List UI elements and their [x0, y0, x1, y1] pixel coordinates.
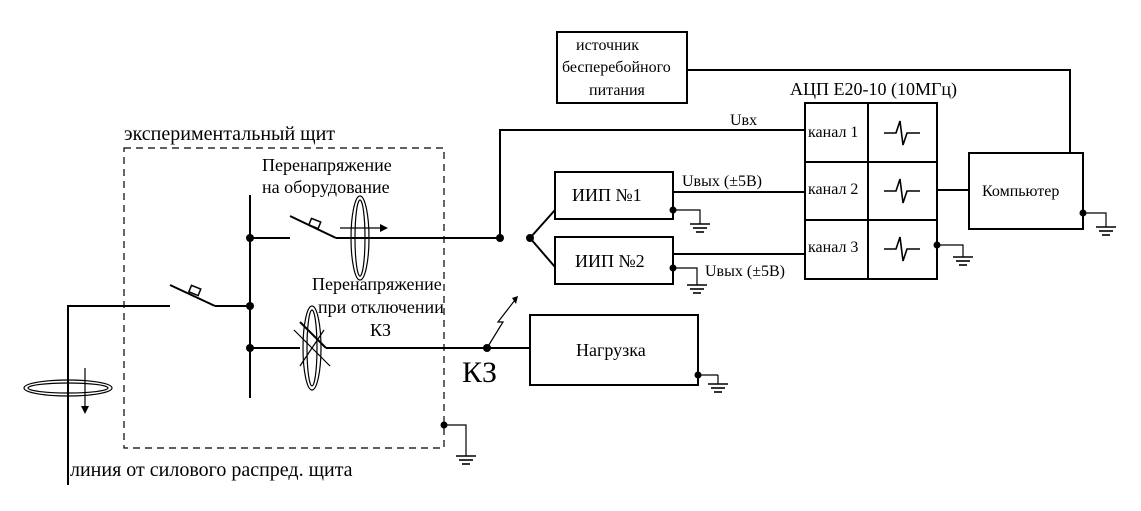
overvoltage-sc-label: Перенапряжение — [312, 274, 442, 294]
ground-icon — [686, 284, 708, 294]
ground-icon — [455, 455, 477, 465]
ups-box — [556, 31, 688, 104]
iip2-label: ИИП №2 — [575, 251, 645, 271]
ground-icon — [707, 383, 729, 393]
ups-label: источник — [576, 37, 639, 54]
switch-icon — [169, 284, 250, 307]
ups-label: питания — [589, 82, 646, 99]
ground-icon — [689, 223, 711, 233]
current-transformer-icon — [293, 305, 331, 391]
channel-3-label: канал 3 — [808, 239, 858, 256]
computer-label: Компьютер — [982, 183, 1059, 200]
supply-line-label: линия от силового распред. щита — [70, 459, 353, 481]
short-circuit-label: КЗ — [462, 356, 497, 389]
ground-icon — [952, 256, 974, 266]
channel-1-label: канал 1 — [808, 124, 858, 141]
supply-line: линия от силового распред. щита — [67, 305, 353, 485]
ground-icon — [1095, 226, 1117, 236]
u-out-2-label: Uвых (±5В) — [705, 263, 785, 280]
overvoltage-equipment-label: Перенапряжение — [262, 155, 392, 175]
load-label: Нагрузка — [576, 340, 646, 360]
adc-title: АЦП Е20-10 (10МГц) — [790, 79, 957, 100]
iip2-box — [554, 236, 674, 285]
ups-label: бесперебойного — [562, 59, 671, 76]
channel-2-label: канал 2 — [808, 181, 858, 198]
load-box — [529, 314, 699, 386]
iip1-label: ИИП №1 — [572, 185, 642, 205]
lightning-icon — [486, 296, 518, 349]
iip1-box — [554, 171, 674, 220]
equipment-branch — [250, 215, 500, 239]
overvoltage-sc-label: при отключении — [318, 297, 444, 317]
u-out-1-label: Uвых (±5В) — [682, 173, 762, 190]
computer-box — [968, 152, 1084, 230]
u-in-label: Uвх — [730, 112, 757, 129]
overvoltage-equipment-label: на оборудование — [262, 177, 390, 197]
current-transformer-icon — [23, 368, 113, 414]
current-transformer-icon — [350, 195, 370, 281]
panel-title: экспериментальный щит — [124, 123, 335, 145]
overvoltage-sc-label: КЗ — [370, 320, 391, 340]
experimental-panel-border — [123, 147, 445, 449]
